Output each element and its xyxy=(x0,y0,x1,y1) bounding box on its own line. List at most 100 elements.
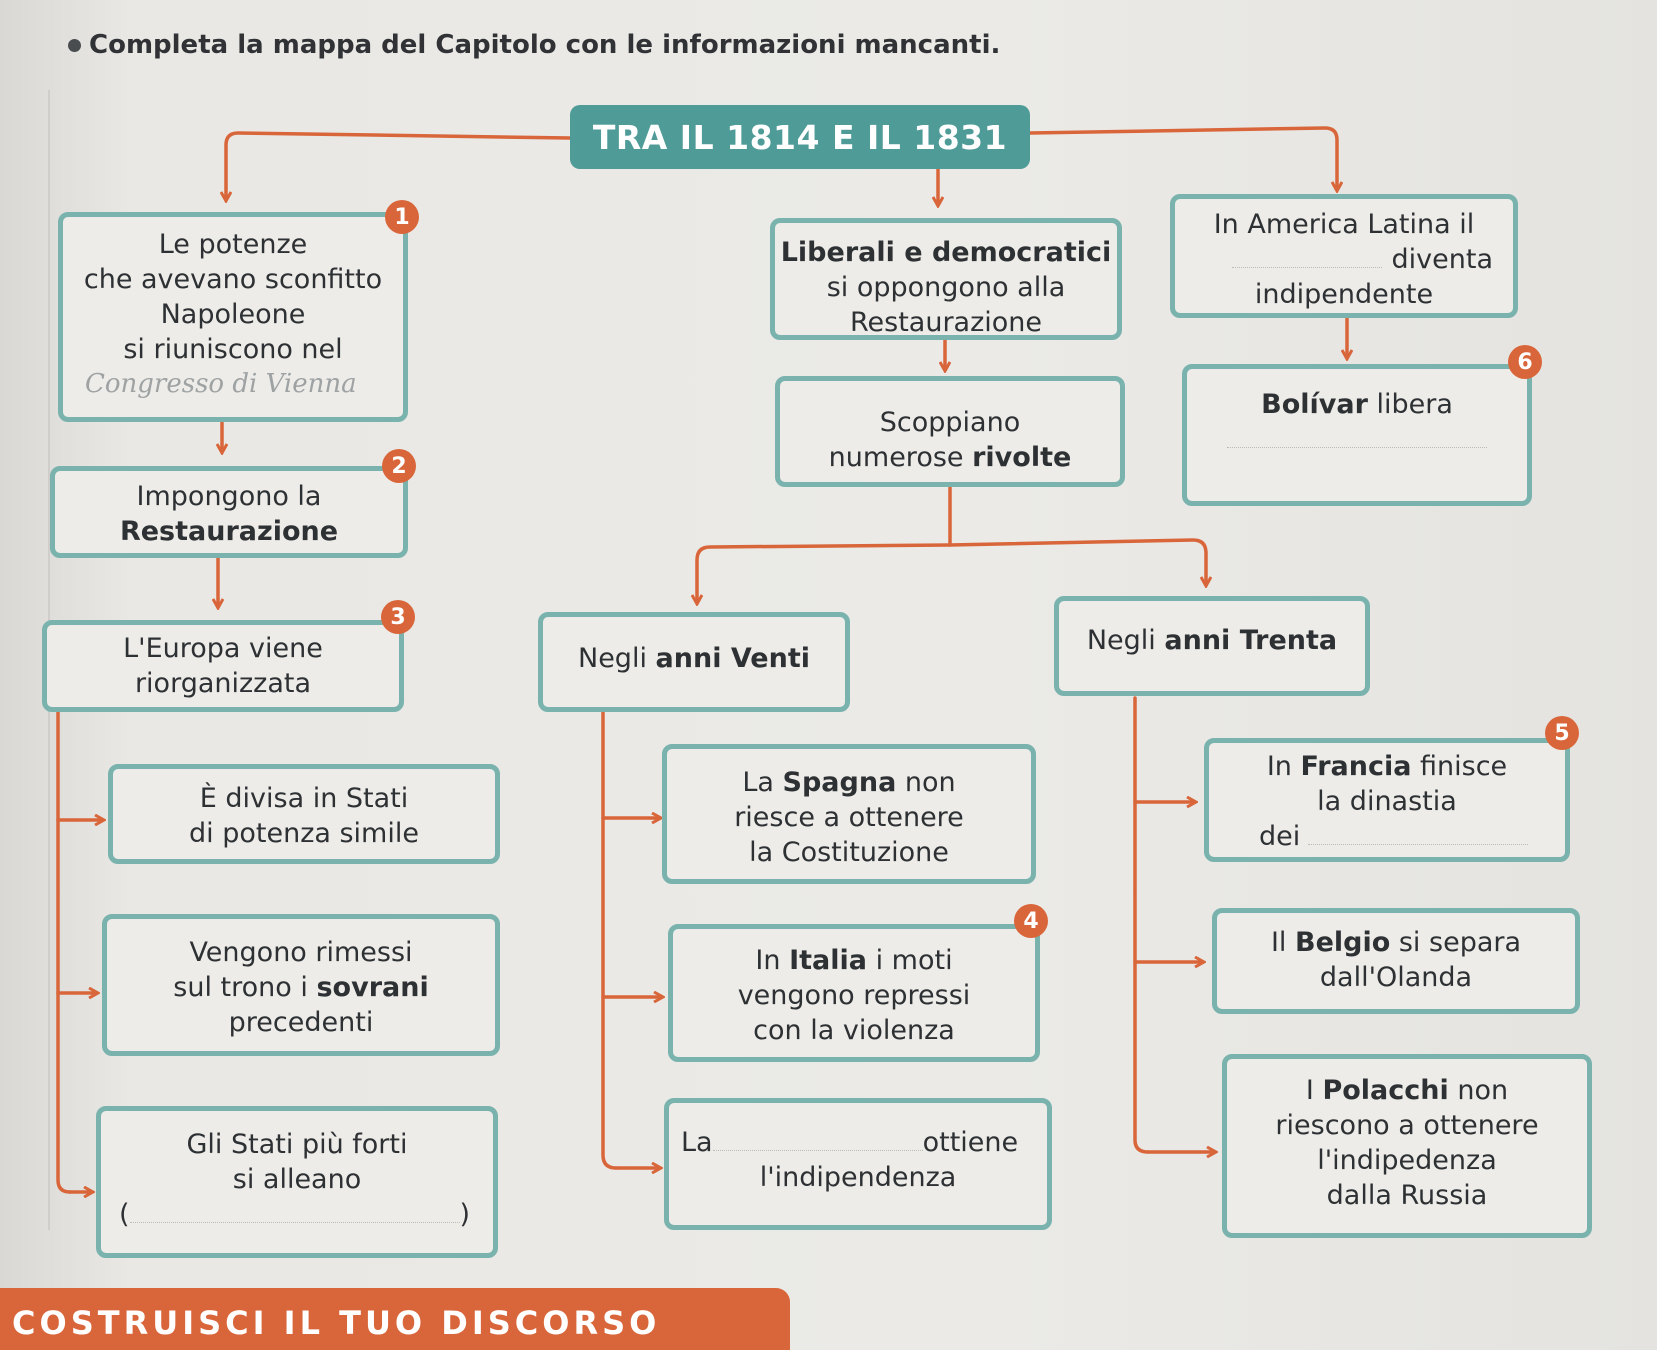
america-verb: diventa xyxy=(1391,244,1493,275)
box-anni-trenta: Negli anni Trenta xyxy=(1054,596,1370,696)
bullet-icon xyxy=(68,39,81,52)
box-polacchi: I Polacchi non riescono a ottenere l'ind… xyxy=(1222,1054,1592,1238)
stati-line-1: È divisa in Stati xyxy=(199,783,409,814)
spagna-line-1: La Spagna non xyxy=(667,765,1031,800)
badge-4: 4 xyxy=(1014,904,1048,938)
right-branch-spine xyxy=(1133,696,1150,1154)
sovrani-line-2: sul trono i sovrani xyxy=(107,970,495,1005)
polacchi-line-3: l'indipedenza xyxy=(1317,1145,1497,1176)
rivolte-line-1: Scoppiano xyxy=(879,407,1021,438)
box-italia: In Italia i moti vengono repressi con la… xyxy=(668,924,1040,1062)
exercise-instruction: Completa la mappa del Capitolo con le in… xyxy=(68,30,1000,60)
sovrani-line-3: precedenti xyxy=(228,1007,374,1038)
handwritten-answer-congresso: Congresso di Vienna xyxy=(85,369,357,399)
francia-line-3: dei xyxy=(1209,819,1565,854)
spagna-keyword: Spagna xyxy=(782,767,897,798)
box-restaurazione: Impongono la Restaurazione xyxy=(50,466,408,558)
trenta-line: Negli anni Trenta xyxy=(1059,623,1365,658)
rivolte-line-2: numerose rivolte xyxy=(780,440,1120,475)
badge-6: 6 xyxy=(1508,345,1542,379)
box-europa: L'Europa viene riorganizzata xyxy=(42,620,404,712)
italia-line-1: In Italia i moti xyxy=(673,943,1035,978)
box-francia: In Francia finisce la dinastia dei xyxy=(1204,738,1570,862)
badge-1: 1 xyxy=(385,200,419,234)
potenze-line-2: che avevano sconfitto xyxy=(83,264,383,295)
trenta-prefix: Negli xyxy=(1086,625,1165,656)
grecia-verb: ottiene xyxy=(922,1127,1019,1158)
potenze-line-3: Napoleone xyxy=(160,299,306,330)
sovrani-keyword: sovrani xyxy=(316,972,429,1003)
italia-keyword: Italia xyxy=(789,945,867,976)
belgio-line-1: Il Belgio si separa xyxy=(1217,925,1575,960)
belgio-prefix: Il xyxy=(1270,927,1295,958)
rivolte-line-2-text: numerose xyxy=(828,442,973,473)
bolivar-keyword: Bolívar xyxy=(1261,389,1368,420)
answer-blank-america[interactable] xyxy=(1231,267,1382,268)
answer-blank-grecia[interactable] xyxy=(712,1150,923,1151)
box-alleanza: Gli Stati più forti si alleano () xyxy=(96,1106,498,1258)
venti-keyword: anni Venti xyxy=(655,643,810,674)
polacchi-suffix: non xyxy=(1448,1075,1509,1106)
arrow-rivolte-to-venti xyxy=(697,543,952,603)
bolivar-blank-line xyxy=(1187,422,1527,457)
section-heading-costruisci: COSTRUISCI IL TUO DISCORSO xyxy=(0,1288,790,1350)
francia-line-2: la dinastia xyxy=(1317,786,1457,817)
sovrani-line-1: Vengono rimessi xyxy=(189,937,413,968)
box-anni-venti: Negli anni Venti xyxy=(538,612,850,712)
francia-dei: dei xyxy=(1259,821,1301,852)
box-potenze: Le potenze che avevano sconfitto Napoleo… xyxy=(58,212,408,422)
spagna-prefix: La xyxy=(742,767,783,798)
liberali-line-1: Liberali e democratici xyxy=(780,237,1112,268)
restaurazione-line-1: Impongono la xyxy=(136,481,322,512)
center-branch-spine xyxy=(601,710,618,1170)
belgio-line-2: dall'Olanda xyxy=(1319,962,1473,993)
box-spagna: La Spagna non riesce a ottenere la Costi… xyxy=(662,744,1036,884)
polacchi-keyword: Polacchi xyxy=(1322,1075,1449,1106)
bolivar-line-1: Bolívar libera xyxy=(1187,387,1527,422)
box-rivolte: Scoppiano numerose rivolte xyxy=(775,376,1125,487)
badge-2: 2 xyxy=(382,449,416,483)
box-bolivar: Bolívar libera xyxy=(1182,364,1532,506)
close-paren: ) xyxy=(459,1199,471,1230)
italia-line-2: vengono repressi xyxy=(737,980,971,1011)
answer-blank-francia[interactable] xyxy=(1308,844,1529,845)
bolivar-suffix: libera xyxy=(1367,389,1453,420)
alleanza-line-1: Gli Stati più forti xyxy=(186,1129,408,1160)
francia-keyword: Francia xyxy=(1300,751,1412,782)
box-america: In America Latina il diventa indipendent… xyxy=(1170,194,1518,318)
spagna-line-2: riesce a ottenere xyxy=(734,802,964,833)
restaurazione-line-2: Restaurazione xyxy=(119,516,339,547)
belgio-suffix: si separa xyxy=(1390,927,1522,958)
box-sovrani: Vengono rimessi sul trono i sovrani prec… xyxy=(102,914,500,1056)
left-branch-spine xyxy=(56,710,72,1194)
badge-5: 5 xyxy=(1545,716,1579,750)
venti-prefix: Negli xyxy=(578,643,656,674)
italia-prefix: In xyxy=(755,945,790,976)
box-liberali: Liberali e democratici si oppongono alla… xyxy=(770,218,1122,340)
answer-blank-alleanza[interactable] xyxy=(129,1222,460,1223)
grecia-prefix: La xyxy=(681,1127,713,1158)
arrow-title-to-america xyxy=(1028,126,1337,190)
arrow-rivolte-to-trenta xyxy=(948,538,1206,585)
polacchi-prefix: I xyxy=(1305,1075,1323,1106)
answer-blank-bolivar[interactable] xyxy=(1227,447,1487,448)
open-paren: ( xyxy=(119,1199,130,1230)
box-stati: È divisa in Stati di potenza simile xyxy=(108,764,500,864)
europa-line-1: L'Europa viene xyxy=(123,633,323,664)
francia-prefix: In xyxy=(1266,751,1301,782)
spagna-line-3: la Costituzione xyxy=(749,837,949,868)
grecia-line-1: La ottiene xyxy=(669,1125,1047,1160)
alleanza-blank-line: () xyxy=(101,1197,493,1232)
belgio-keyword: Belgio xyxy=(1295,927,1391,958)
alleanza-line-2: si alleano xyxy=(232,1164,362,1195)
polacchi-line-2: riescono a ottenere xyxy=(1275,1110,1539,1141)
instruction-text: Completa la mappa del Capitolo con le in… xyxy=(89,30,1001,60)
potenze-line-1: Le potenze xyxy=(158,229,308,260)
polacchi-line-1: I Polacchi non xyxy=(1227,1073,1587,1108)
america-line-2: diventa xyxy=(1175,242,1513,277)
liberali-line-2: si oppongono alla xyxy=(826,272,1066,303)
italia-line-3: con la violenza xyxy=(753,1015,955,1046)
